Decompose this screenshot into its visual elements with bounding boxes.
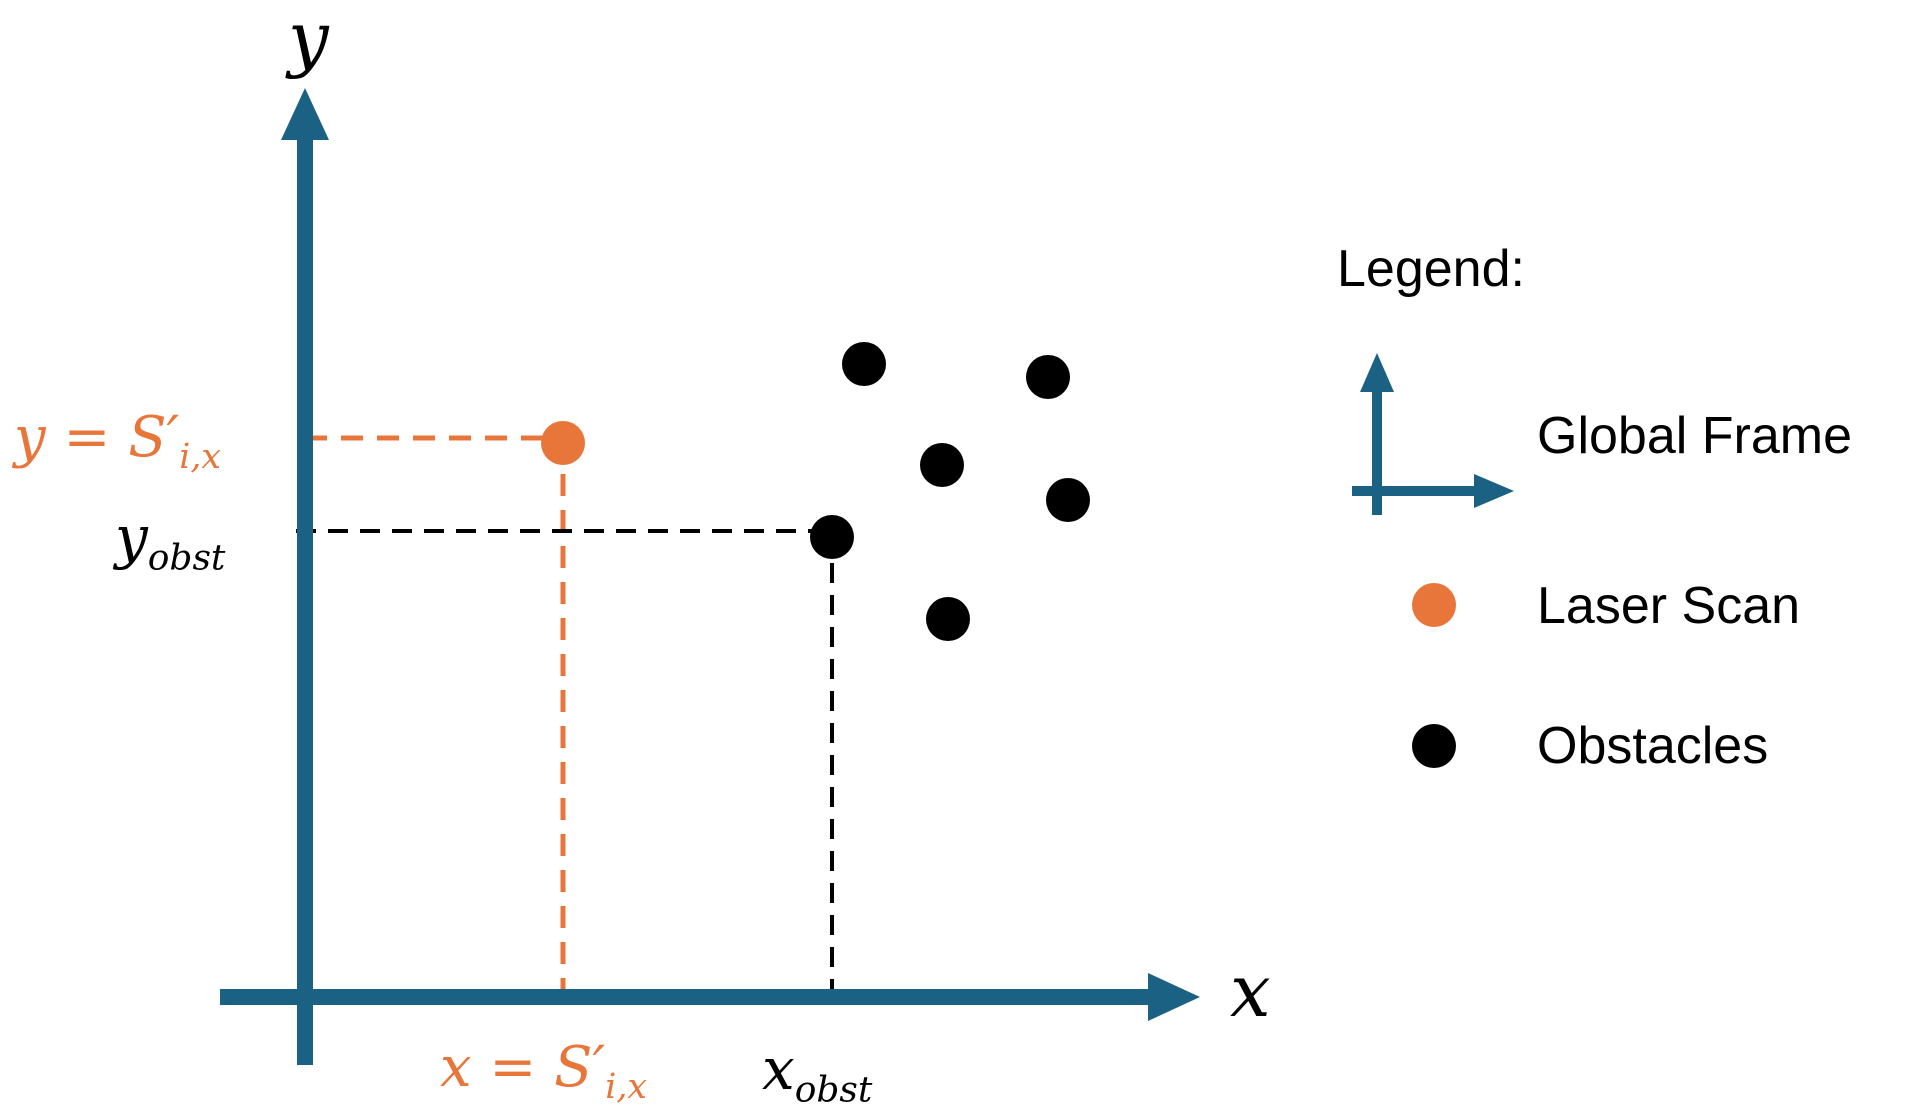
laser-y-lhs: y [14, 405, 46, 470]
laser-y-subscript: i,x [179, 437, 221, 478]
global-frame-icon [1352, 353, 1514, 515]
obstacle-point [920, 443, 964, 487]
x-axis-label: x [1230, 949, 1271, 1033]
projection-guides [296, 435, 834, 1000]
laser-y-eq: = [63, 405, 111, 470]
obstacle-point [810, 515, 854, 559]
legend-icons [1352, 353, 1514, 768]
obst-y-symbol: y [115, 503, 148, 571]
laser-x-label: x = S′i,x [440, 1040, 647, 1105]
obstacle-point [1046, 478, 1090, 522]
obst-y-label: yobst [115, 508, 225, 577]
laser-y-symbol: S′ [128, 405, 180, 470]
global-frame-axes [220, 88, 1200, 1065]
obstacle-point [842, 342, 886, 386]
scan-points [541, 342, 1090, 641]
obstacle-point [1026, 355, 1070, 399]
obstacle-dot-icon [1412, 724, 1456, 768]
laser-x-eq: = [489, 1035, 537, 1100]
laser-x-symbol: S′ [554, 1035, 606, 1100]
laser-scan-point [541, 421, 585, 465]
legend-title: Legend: [1337, 240, 1525, 298]
laser-y-label: y = S′i,x [14, 410, 221, 475]
obst-y-subscript: obst [147, 537, 226, 579]
obstacle-point [926, 597, 970, 641]
obst-x-label: xobst [762, 1040, 872, 1109]
y-axis-arrowhead [281, 88, 329, 140]
obst-x-symbol: x [762, 1035, 795, 1103]
laser-x-subscript: i,x [605, 1067, 647, 1108]
legend-item-obstacles: Obstacles [1537, 717, 1769, 775]
obst-x-subscript: obst [794, 1069, 873, 1111]
legend-item-laser-scan: Laser Scan [1537, 577, 1801, 635]
laser-dot-icon [1412, 583, 1456, 627]
x-axis-arrowhead [1148, 973, 1200, 1021]
laser-x-lhs: x [440, 1035, 472, 1100]
y-axis-label: y [288, 0, 329, 80]
legend-item-global-frame: Global Frame [1537, 407, 1852, 465]
